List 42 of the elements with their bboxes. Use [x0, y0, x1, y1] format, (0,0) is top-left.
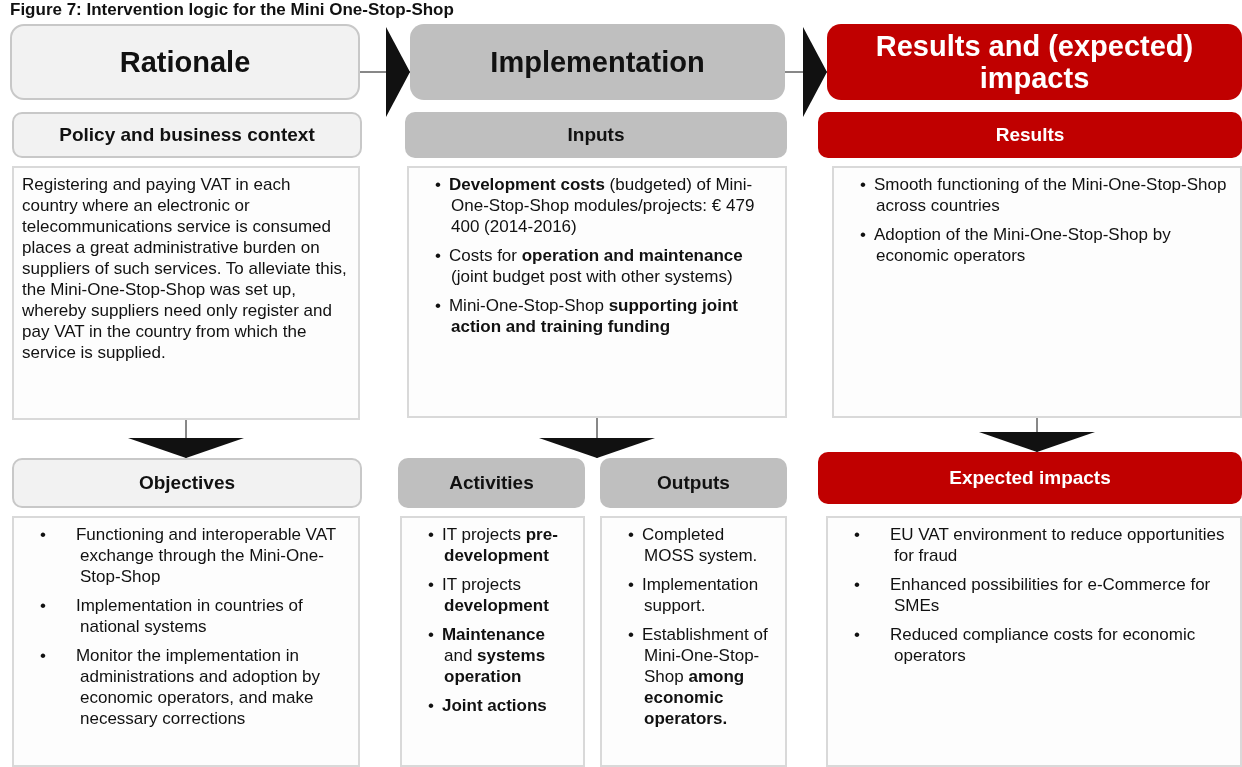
section-header: Inputs	[405, 112, 787, 158]
bullet-item: • Functioning and interoperable VAT exchange through the Mini-One-Stop-Shop	[40, 524, 337, 587]
section-header: Policy and business context	[12, 112, 362, 158]
bullet-item: • Maintenance and systems operation	[428, 624, 547, 687]
section-header: Outputs	[600, 458, 787, 508]
bullet-item: • Establishment of Mini-One-Stop-Shop among economic operators.	[628, 624, 769, 729]
arrow	[979, 417, 1095, 453]
bullet-item: • Implementation support.	[628, 574, 760, 616]
arrow	[359, 27, 411, 117]
section-header: Activities	[398, 458, 585, 508]
bullet-item: • Joint actions	[428, 695, 548, 716]
text-panel	[600, 516, 787, 767]
arrow	[784, 27, 828, 117]
phase-header: Implementation	[410, 24, 785, 100]
bullet-item: • Smooth functioning of the Mini-One-Stop-Shop across countries	[860, 174, 1228, 216]
text-panel	[832, 166, 1242, 418]
arrow	[128, 419, 244, 459]
phase-header: Rationale	[10, 24, 360, 100]
bullet-item: • IT projects pre-development	[428, 524, 559, 566]
bullet-item: • Mini-One-Stop-Shop supporting joint action and training funding	[435, 295, 739, 337]
arrow	[539, 417, 655, 459]
bullet-item: • EU VAT environment to reduce opportunities for fraud	[854, 524, 1226, 566]
paragraph: Registering and paying VAT in each country where an electronic or telecommunications service is consumed places a great administrative burden on suppliers of such services. To alleviate this, the Mini-One-Stop-Shop was set up, whereby suppliers need only register and pay VAT in the country from which the service is supplied.	[22, 174, 348, 363]
bullet-item: • Enhanced possibilities for e-Commerce for SMEs	[854, 574, 1212, 616]
section-header: Expected impacts	[818, 452, 1242, 504]
bullet-item: • Completed MOSS system.	[628, 524, 759, 566]
text-panel	[407, 166, 787, 418]
bullet-item: • Costs for operation and maintenance (joint budget post with other systems)	[435, 245, 744, 287]
text-panel	[826, 516, 1242, 767]
bullet-item: • Implementation in countries of national systems	[40, 595, 304, 637]
figure-title: Figure 7: Intervention logic for the Mini One-Stop-Shop	[10, 0, 454, 20]
bullet-item: • Development costs (budgeted) of Mini-One-Stop-Shop modules/projects: € 479 400 (2014-2016)	[435, 174, 756, 237]
text-panel	[400, 516, 585, 767]
text-panel	[12, 516, 360, 767]
bullet-item: • Adoption of the Mini-One-Stop-Shop by economic operators	[860, 224, 1172, 266]
section-header: Results	[818, 112, 1242, 158]
bullet-item: • IT projects development	[428, 574, 550, 616]
bullet-item: • Monitor the implementation in administrations and adoption by economic operators, and make necessary corrections	[40, 645, 322, 729]
bullet-item: • Reduced compliance costs for economic operators	[854, 624, 1197, 666]
phase-header: Results and (expected) impacts	[827, 24, 1242, 100]
section-header: Objectives	[12, 458, 362, 508]
text-panel	[12, 166, 360, 420]
